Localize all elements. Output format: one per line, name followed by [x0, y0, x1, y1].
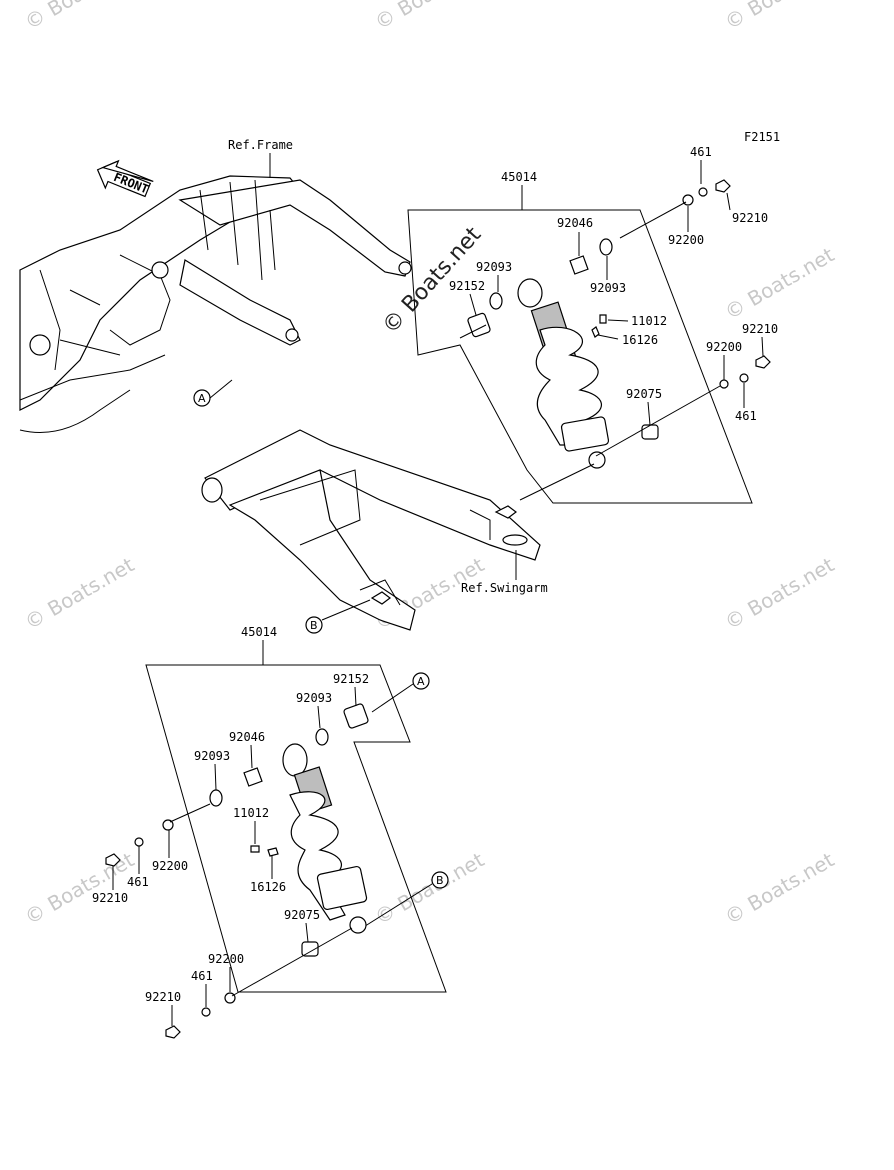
upper-assembly-number: 45014	[501, 170, 537, 184]
upper-assembly-outline	[407, 209, 753, 504]
part-label: 92152	[449, 279, 485, 293]
upper-labels: 461 92210 92200 92046 92093 92093 92152 …	[449, 145, 778, 426]
part-label: 92200	[152, 859, 188, 873]
watermark: © Boats.net	[21, 847, 139, 929]
part-label: 92075	[626, 387, 662, 401]
watermark: © Boats.net	[721, 847, 839, 929]
watermark: © Boats.net	[21, 552, 139, 634]
part-label: 92093	[590, 281, 626, 295]
marker-a-label-lower: A	[417, 675, 425, 688]
part-label: 92152	[333, 672, 369, 686]
part-label: 461	[127, 875, 149, 889]
marker-b-circle	[305, 616, 323, 634]
part-label: 92210	[742, 322, 778, 336]
part-label: 92210	[732, 211, 768, 225]
part-label: 92200	[668, 233, 704, 247]
watermark: © Boats.net	[21, 0, 139, 34]
watermark: © Boats.net	[371, 847, 489, 929]
lower-assembly-number: 45014	[241, 625, 277, 639]
part-label: 92210	[145, 990, 181, 1004]
part-label: 92046	[557, 216, 593, 230]
watermark: © Boats.net	[721, 0, 839, 34]
marker-b-label: B	[310, 619, 318, 632]
marker-a-circle-lower	[412, 672, 430, 690]
swingarm-drawing	[201, 429, 541, 631]
marker-a-label: A	[198, 392, 206, 405]
part-label: 461	[690, 145, 712, 159]
figure-code: F2151	[744, 130, 780, 144]
watermark: © Boats.net	[721, 552, 839, 634]
part-label: 92200	[706, 340, 742, 354]
part-label: 461	[735, 409, 757, 423]
watermark: © Boats.net	[371, 0, 489, 34]
part-label: 11012	[233, 806, 269, 820]
part-label: 461	[191, 969, 213, 983]
lower-labels: 92152 92093 92046 92093 11012 92200 461 …	[92, 672, 369, 1026]
marker-b-circle-lower	[431, 871, 449, 889]
part-label: 92200	[208, 952, 244, 966]
watermarks: © Boats.net © Boats.net © Boats.net © Bo…	[21, 0, 839, 929]
part-label: 11012	[631, 314, 667, 328]
part-label: 92046	[229, 730, 265, 744]
marker-b-label-lower: B	[436, 874, 444, 887]
watermark: © Boats.net	[721, 242, 839, 324]
lower-shock-absorber	[282, 743, 368, 934]
part-label: 92093	[194, 749, 230, 763]
part-label: 92210	[92, 891, 128, 905]
part-label: 92093	[296, 691, 332, 705]
part-label: 16126	[250, 880, 286, 894]
part-label: 92075	[284, 908, 320, 922]
part-label: 16126	[622, 333, 658, 347]
ref-swingarm-label: Ref.Swingarm	[461, 581, 548, 595]
ref-frame-label: Ref.Frame	[228, 138, 293, 152]
upper-hardware	[459, 179, 771, 501]
lower-hardware	[105, 703, 369, 1039]
frame-drawing	[19, 175, 412, 433]
part-label: 92093	[476, 260, 512, 274]
lower-assembly-outline	[145, 664, 447, 993]
upper-shock-absorber	[517, 278, 610, 469]
front-arrow: FRONT	[96, 159, 154, 198]
